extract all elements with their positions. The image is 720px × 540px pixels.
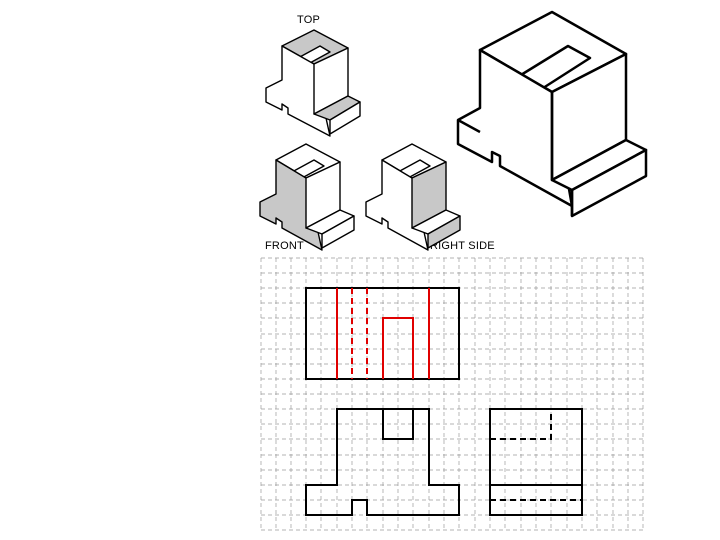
- label-front: FRONT: [265, 240, 304, 252]
- isometric-top-highlight: [265, 29, 361, 137]
- iso-large-edge: [457, 118, 481, 134]
- isometric-front-highlight: [259, 143, 355, 251]
- iso-front-base-front: [321, 215, 355, 249]
- side-view-outline: [489, 408, 583, 516]
- iso-top-base-front: [329, 101, 361, 135]
- grid-paper: [260, 257, 644, 531]
- isometric-right-side-highlight: [365, 143, 461, 251]
- orthographic-front-view: [305, 408, 460, 516]
- isometric-large: [456, 10, 648, 218]
- label-top: TOP: [297, 14, 321, 26]
- top-view-slot-red: [382, 317, 414, 379]
- orthographic-top-view: [305, 287, 460, 380]
- front-view-slot: [382, 409, 414, 440]
- side-view-hidden-slot: [490, 409, 552, 440]
- iso-right-base-front: [427, 215, 461, 249]
- front-view-outline: [305, 408, 460, 516]
- orthographic-right-side-view: [489, 408, 583, 516]
- label-right-side: RIGHT SIDE: [430, 240, 495, 252]
